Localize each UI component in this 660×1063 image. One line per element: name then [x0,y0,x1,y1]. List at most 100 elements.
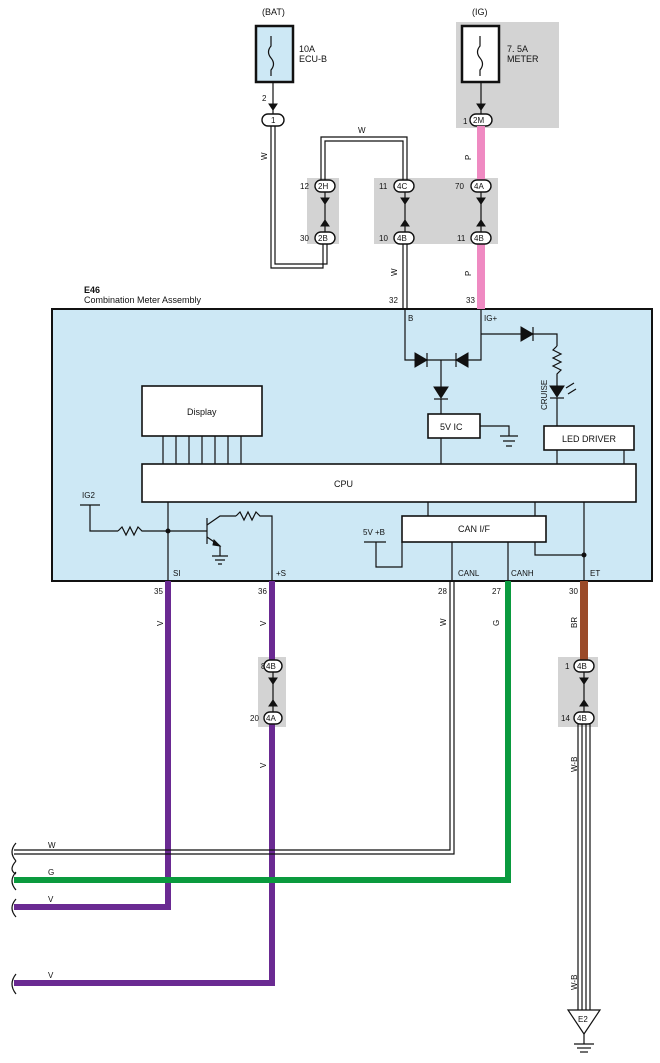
ig-arrow [476,103,486,111]
internal-ig-line [468,309,521,361]
ig-fuse-name: METER [507,54,539,64]
ground-e2-icon [566,1009,602,1053]
svg-text:4B: 4B [577,662,587,671]
label-canl: CANL [458,569,480,578]
bus-v2-label: V [48,971,54,980]
svg-text:10: 10 [379,234,388,243]
bus-g-label: G [48,868,54,877]
svg-text:4B: 4B [397,234,407,243]
svg-text:2B: 2B [318,234,328,243]
label-et: ET [590,569,600,578]
pin-28: 28 [438,587,447,596]
display-box [141,385,263,437]
wire-break-marks [11,842,17,995]
svg-text:4C: 4C [397,182,407,191]
svg-text:1: 1 [565,662,570,671]
pin-33: 33 [466,296,475,305]
ig-label: (IG) [472,7,488,17]
wb-wire-label-2: W-B [570,975,579,990]
display-bus-lines [162,436,242,464]
bat-fuse-box [254,24,295,84]
svg-text:14: 14 [561,714,570,723]
svg-text:4B: 4B [266,662,276,671]
ig-fuse-amp: 7. 5A [507,44,528,54]
w-wire-mid-label: W [390,268,399,276]
bat-connector [261,113,285,127]
si-wire-label: V [156,620,165,626]
can-if-box [401,515,547,543]
svg-text:70: 70 [455,182,464,191]
wb-wire [577,724,591,1010]
label-s-plus: +S [276,569,286,578]
pin-30: 30 [569,587,578,596]
bat-connector-label: 1 [271,116,276,125]
bus-w-label: W [48,841,56,850]
diode-down-icon [433,386,449,399]
pin-27: 27 [492,587,501,596]
svg-text:11: 11 [457,234,466,243]
svg-text:2H: 2H [318,182,328,191]
resistor-cruise-icon [551,345,563,386]
bus-v1-label: V [48,895,54,904]
brown-wire-et [580,581,588,661]
p-wire-mid-label: P [464,271,473,276]
meter-code: E46 [84,285,100,295]
label-b: B [408,314,413,323]
pin-36: 36 [258,587,267,596]
w-wire-mid [402,244,408,309]
junction-4a-4b: 70 4A 11 4B [455,179,492,245]
svg-text:20: 20 [250,714,259,723]
ig-pin: 1 [463,117,468,126]
ig-fuse-icon [476,36,484,76]
bat-label: (BAT) [262,7,285,17]
et-wire-label: BR [570,617,579,628]
ig-connector-label: 2M [473,116,484,125]
s-wire-label-1: V [259,620,268,626]
canh-wire-label: G [492,620,501,626]
cruise-led-icon [549,385,565,398]
svg-text:4B: 4B [474,234,484,243]
label-si: SI [173,569,181,578]
w-wire-left-label: W [260,152,269,160]
svg-text:11: 11 [379,182,388,191]
w-wire-top-label: W [358,126,366,135]
bat-fuse-icon [267,36,275,76]
bat-arrow [268,103,278,111]
cpu-label: CPU [334,479,353,489]
violet-wire-si [14,581,171,910]
svg-text:12: 12 [300,182,309,191]
v5b-label: 5V +B [363,528,385,537]
svg-text:4A: 4A [474,182,484,191]
ig2-label: IG2 [82,491,95,500]
bat-pin: 2 [262,94,267,103]
s-wire-label-2: V [259,762,268,768]
svg-text:30: 30 [300,234,309,243]
svg-text:4B: 4B [577,714,587,723]
junction-4b-4a-lower: 8 4B 20 4A [250,659,283,725]
resistor-s-icon [235,510,273,581]
pin-35: 35 [154,587,163,596]
transistor-ground-icon [212,555,228,565]
pin-32: 32 [389,296,398,305]
ground-label: E2 [578,1015,588,1024]
resistor-ig2-icon [117,525,207,537]
junction-4c-4b: 11 4C 10 4B [379,179,415,245]
ic-ground-icon [480,425,518,447]
diode-right-icon [455,352,469,368]
green-wire-canh [14,581,511,883]
w-wire-canl [14,581,455,855]
svg-text:4A: 4A [266,714,276,723]
diode-left-icon [414,352,428,368]
led-driver-label: LED DRIVER [562,434,617,444]
label-ig-plus: IG+ [484,314,497,323]
cpu-box [141,463,637,503]
led-driver-box [543,425,635,451]
w-wire-bat-loop [270,126,328,269]
cruise-label: CRUISE [540,380,549,410]
ic-5v-label: 5V IC [440,422,463,432]
pink-wire-bottom [477,244,485,309]
meter-name: Combination Meter Assembly [84,295,202,305]
ic-5v-box [427,413,481,439]
junction-4b-4b-lower: 1 4B 14 4B [561,659,595,725]
